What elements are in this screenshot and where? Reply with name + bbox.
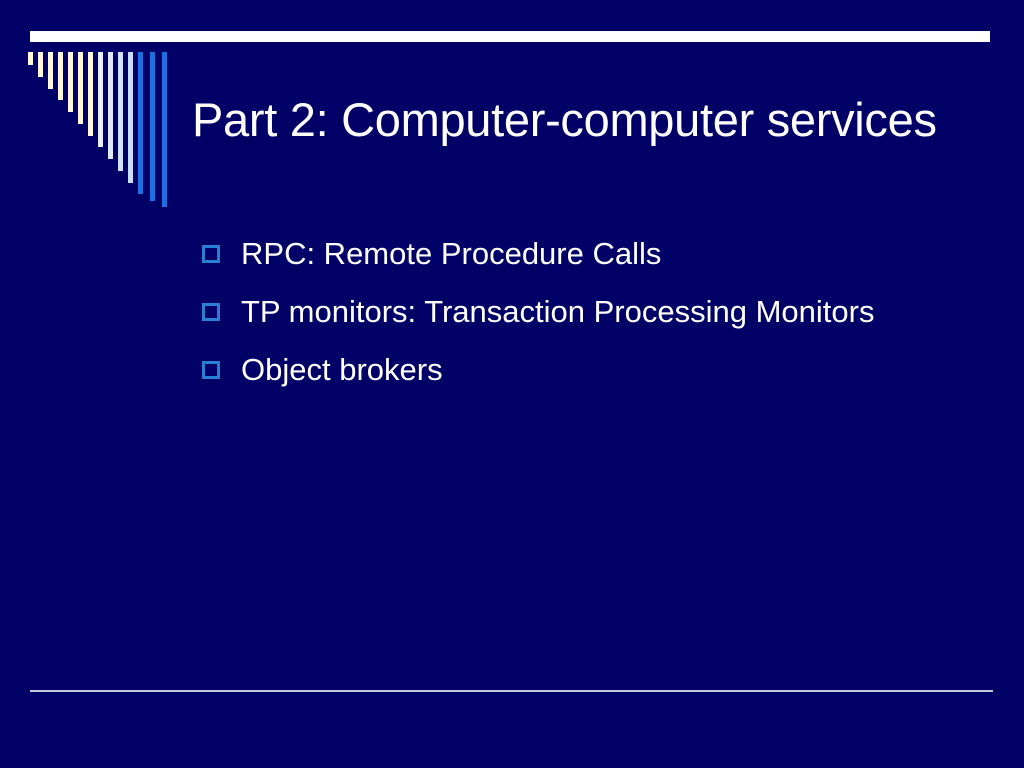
staircase-bars-decoration xyxy=(28,52,178,207)
top-divider-rule xyxy=(30,31,990,42)
list-item[interactable]: Object brokers xyxy=(199,345,959,395)
decoration-bar xyxy=(138,52,143,194)
list-item[interactable]: RPC: Remote Procedure Calls xyxy=(199,229,959,279)
decoration-bar xyxy=(78,52,83,124)
decoration-bar xyxy=(68,52,73,112)
decoration-bar xyxy=(118,52,123,171)
list-item[interactable]: TP monitors: Transaction Processing Moni… xyxy=(199,287,959,337)
slide-title: Part 2: Computer-computer services xyxy=(192,93,937,147)
list-item-label: TP monitors: Transaction Processing Moni… xyxy=(241,294,875,329)
square-bullet-icon xyxy=(202,303,220,321)
list-item-label: RPC: Remote Procedure Calls xyxy=(241,236,662,271)
decoration-bar xyxy=(38,52,43,77)
list-item-label: Object brokers xyxy=(241,352,443,387)
decoration-bar xyxy=(58,52,63,100)
decoration-bar xyxy=(162,52,167,207)
square-bullet-icon xyxy=(202,361,220,379)
decoration-bar xyxy=(108,52,113,159)
decoration-bar xyxy=(150,52,155,201)
decoration-bar xyxy=(128,52,133,183)
decoration-bar xyxy=(48,52,53,89)
decoration-bar xyxy=(88,52,93,136)
bullet-list: RPC: Remote Procedure Calls TP monitors: … xyxy=(199,229,959,403)
decoration-bar xyxy=(28,52,33,65)
decoration-bar xyxy=(98,52,103,147)
square-bullet-icon xyxy=(202,245,220,263)
bottom-divider-rule xyxy=(30,690,993,692)
